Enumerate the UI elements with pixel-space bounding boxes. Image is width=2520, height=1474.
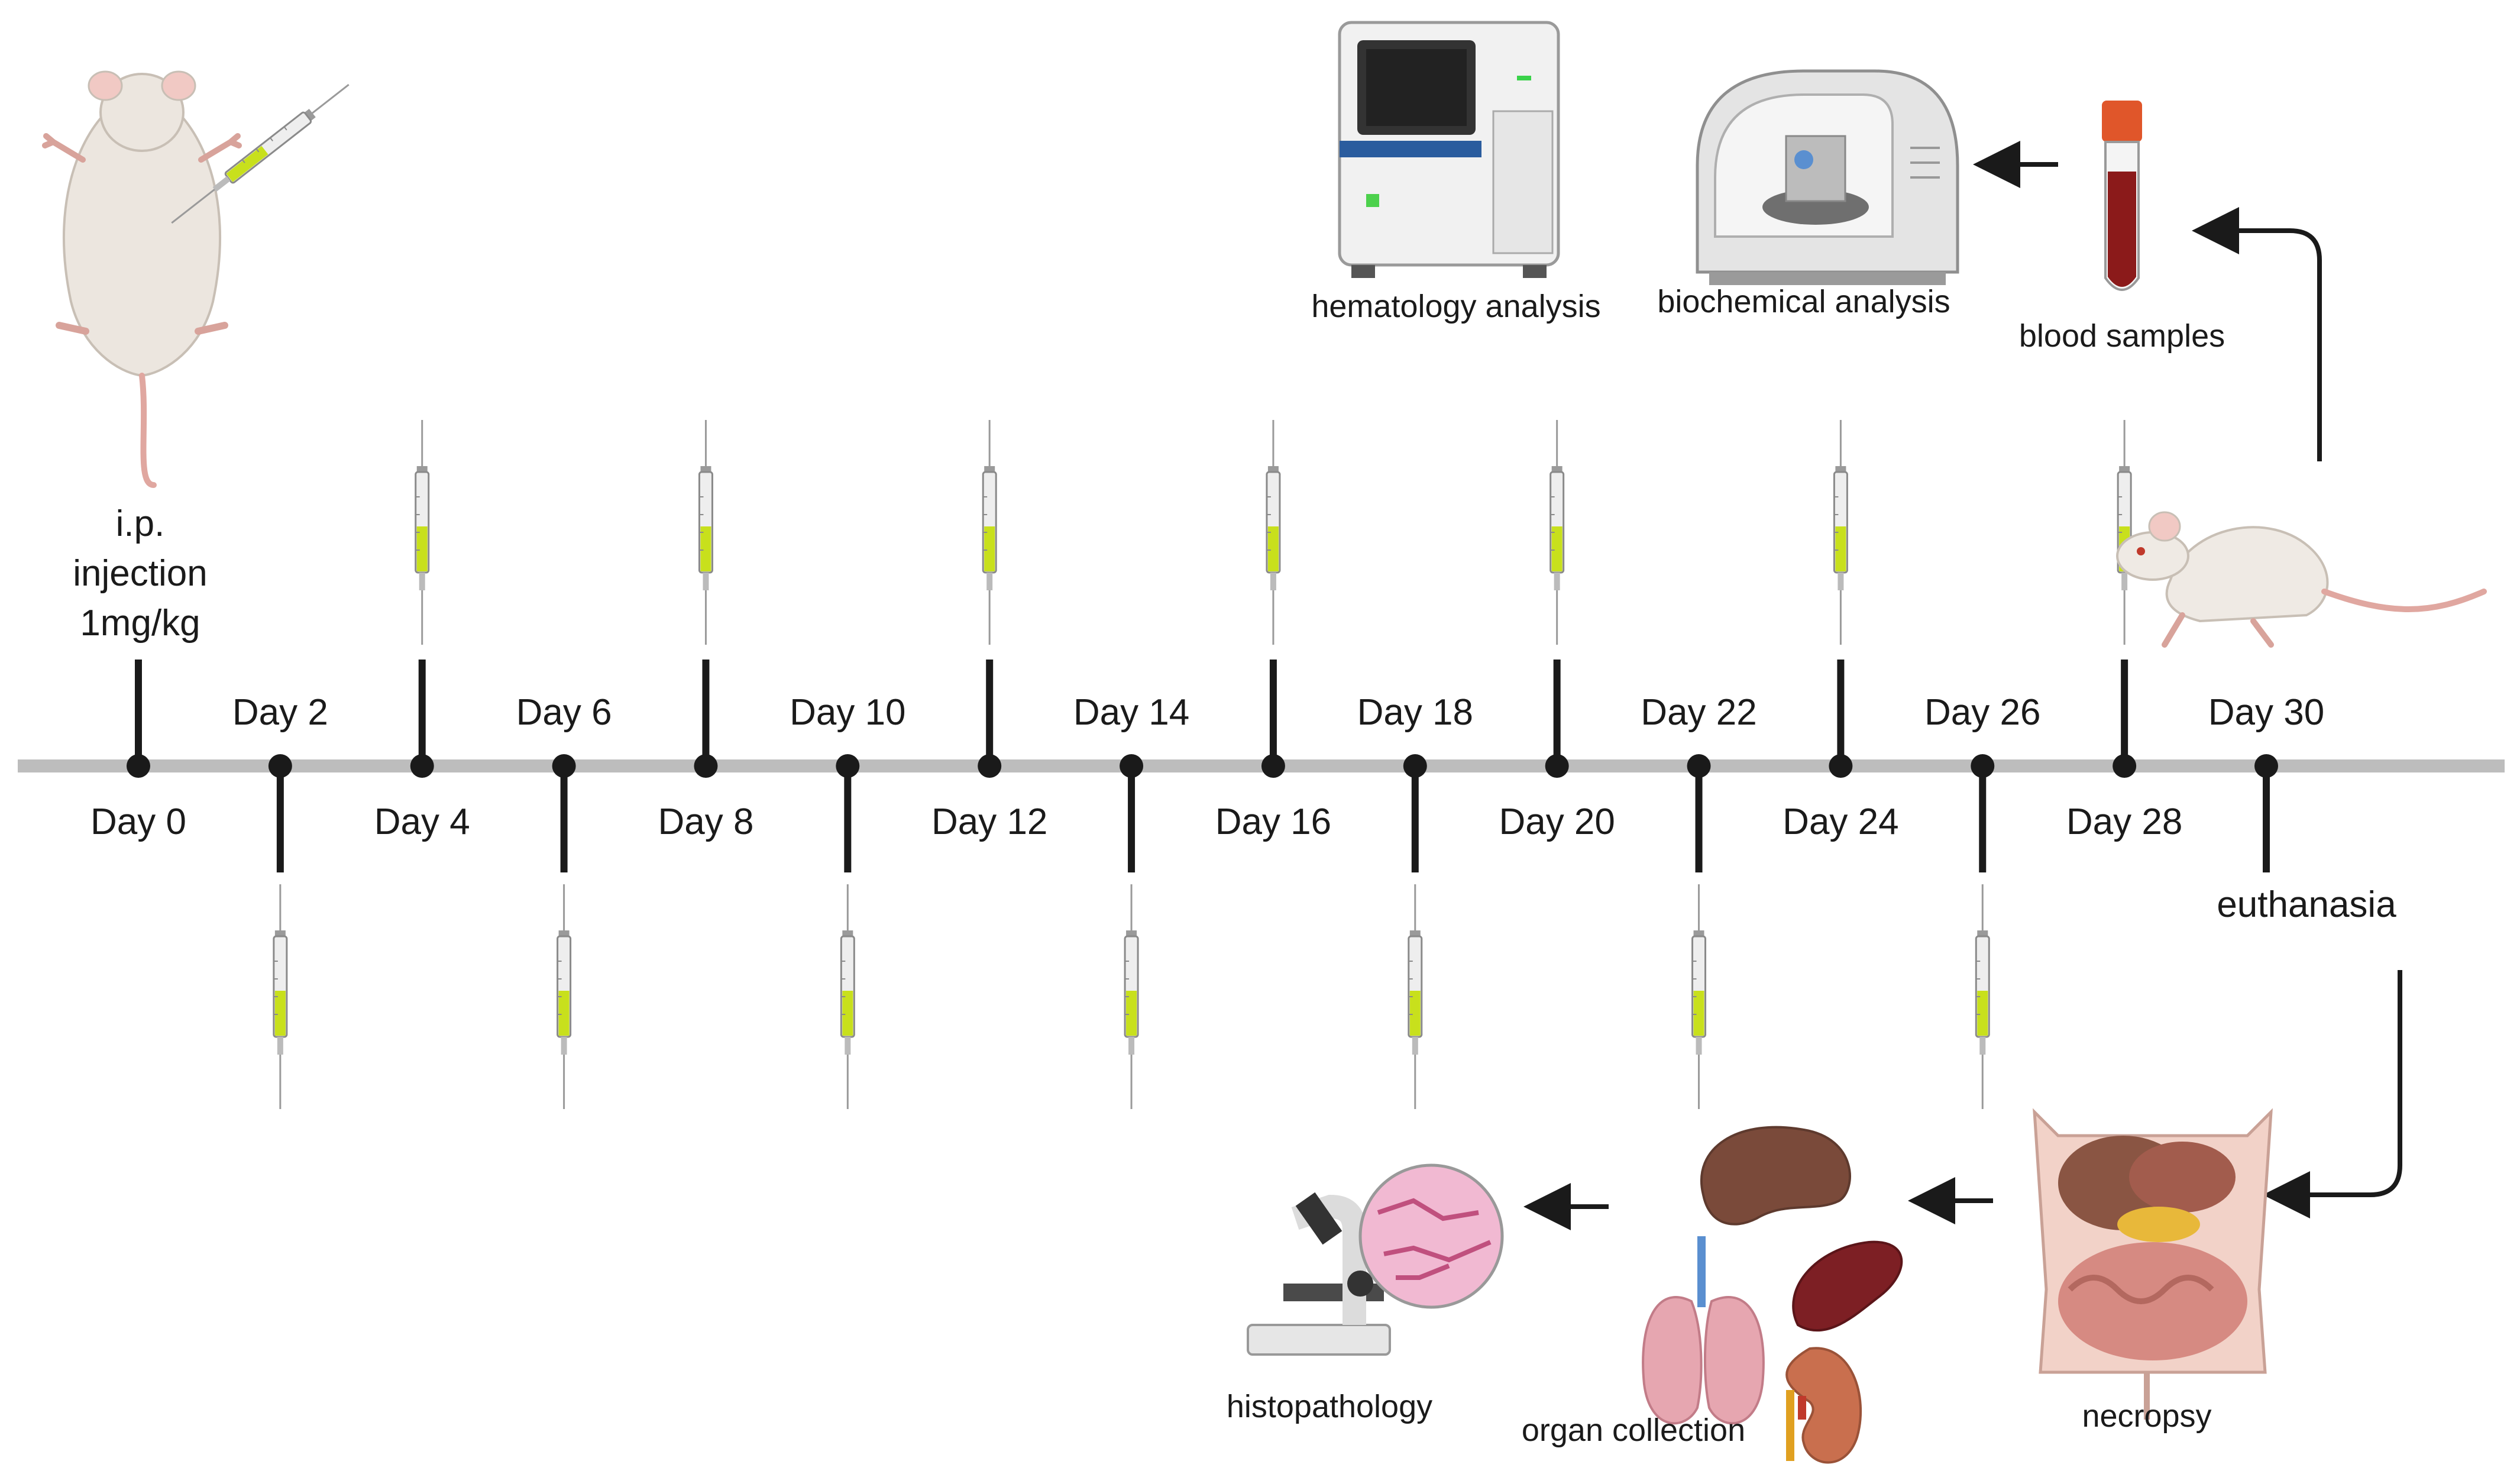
timeline-dot bbox=[1829, 754, 1853, 778]
injection-label: injection bbox=[73, 553, 207, 594]
day-label: Day 8 bbox=[658, 801, 753, 842]
timeline-dot bbox=[2113, 754, 2137, 778]
dose-label: 1mg/kg bbox=[80, 603, 200, 644]
timeline-dot bbox=[1971, 754, 1995, 778]
syringe-icon bbox=[1975, 883, 1990, 1110]
syringe-icon bbox=[273, 883, 288, 1110]
timeline-dot bbox=[1403, 754, 1427, 778]
timeline-dot bbox=[127, 754, 150, 778]
timeline-dot bbox=[836, 754, 860, 778]
timeline-dot bbox=[552, 754, 576, 778]
spleen-icon bbox=[1792, 1240, 1903, 1332]
day-label: Day 10 bbox=[790, 692, 905, 733]
syringe-icon bbox=[982, 419, 997, 646]
blood-samples-label: blood samples bbox=[2019, 318, 2225, 354]
day-label: Day 26 bbox=[1924, 692, 2040, 733]
timeline-dot bbox=[1545, 754, 1569, 778]
timeline-dot bbox=[1261, 754, 1285, 778]
day-label: Day 22 bbox=[1641, 692, 1756, 733]
timeline-dot bbox=[1120, 754, 1144, 778]
timeline-dot bbox=[978, 754, 1002, 778]
histopathology-label: histopathology bbox=[1227, 1389, 1432, 1424]
syringe-icon bbox=[840, 883, 855, 1110]
day-label: Day 2 bbox=[232, 692, 328, 733]
tissue-slide-icon bbox=[1358, 1163, 1504, 1309]
day-label: Day 6 bbox=[516, 692, 612, 733]
syringe-icon bbox=[1124, 883, 1139, 1110]
timeline-dot bbox=[2254, 754, 2278, 778]
mouse-icon bbox=[42, 70, 242, 488]
day-label: Day 24 bbox=[1783, 801, 1898, 842]
syringe-icon bbox=[1408, 883, 1423, 1110]
injection-route-label: i.p. bbox=[116, 503, 165, 544]
kidney-icon bbox=[1785, 1347, 1862, 1464]
necropsy-icon bbox=[2033, 1108, 2273, 1420]
hematology-analysis-label: hematology analysis bbox=[1311, 289, 1600, 324]
arrow-icon bbox=[2192, 207, 2322, 461]
liver-icon bbox=[1700, 1126, 1851, 1226]
hematology-analyzer-icon bbox=[1338, 21, 1560, 278]
syringe-icon bbox=[1266, 419, 1281, 646]
organ-collection-label: organ collection bbox=[1522, 1412, 1745, 1448]
syringe-icon bbox=[2117, 419, 2132, 646]
lungs-icon bbox=[1642, 1236, 1765, 1425]
euthanasia-label: euthanasia bbox=[2217, 884, 2396, 925]
timeline-dot bbox=[1687, 754, 1711, 778]
syringe-icon bbox=[557, 883, 572, 1110]
biochemistry-analyzer-icon bbox=[1696, 69, 1959, 285]
biochemical-analysis-label: biochemical analysis bbox=[1657, 284, 1950, 319]
day-label: Day 12 bbox=[931, 801, 1047, 842]
timeline-axis bbox=[18, 759, 2505, 772]
syringe-icon bbox=[415, 419, 430, 646]
timeline-dot bbox=[268, 754, 292, 778]
syringe-icon bbox=[1691, 883, 1707, 1110]
mouse-icon bbox=[2116, 511, 2487, 648]
day-label: Day 20 bbox=[1499, 801, 1615, 842]
day-label: Day 0 bbox=[90, 801, 186, 842]
day-label: Day 4 bbox=[374, 801, 470, 842]
blood-tube-icon bbox=[2102, 101, 2142, 291]
day-label: Day 16 bbox=[1215, 801, 1331, 842]
microscope-icon bbox=[1247, 1192, 1391, 1356]
day-label: Day 18 bbox=[1357, 692, 1473, 733]
necropsy-label: necropsy bbox=[2082, 1398, 2211, 1434]
syringe-icon bbox=[698, 419, 713, 646]
syringe-icon bbox=[1549, 419, 1565, 646]
timeline-marks: Day 0 Day 2 Day 4 Day 6 Day 8 Day 10 Day 12 Day… bbox=[90, 419, 2324, 1110]
syringe-icon bbox=[1833, 419, 1848, 646]
timeline-dot bbox=[410, 754, 434, 778]
arrow-icon bbox=[2263, 970, 2402, 1218]
day-label: Day 30 bbox=[2208, 692, 2324, 733]
day-label: Day 28 bbox=[2066, 801, 2182, 842]
timeline-dot bbox=[694, 754, 718, 778]
day-label: Day 14 bbox=[1073, 692, 1189, 733]
